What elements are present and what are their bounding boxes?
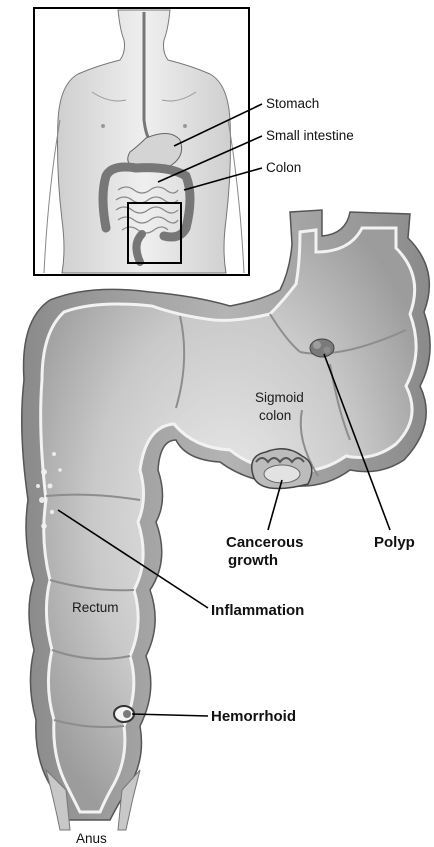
colon-cutaway — [22, 210, 430, 830]
polyp — [310, 339, 334, 357]
label-stomach: Stomach — [266, 96, 319, 111]
torso-inset — [34, 8, 262, 275]
label-sigmoid-line2: colon — [259, 408, 291, 423]
label-colon: Colon — [266, 160, 301, 175]
label-cancerous-line1: Cancerous — [226, 534, 304, 551]
hemorrhoid — [114, 706, 134, 722]
label-cancerous-line2: growth — [228, 552, 278, 569]
label-sigmoid-line1: Sigmoid — [255, 390, 304, 405]
label-hemorrhoid: Hemorrhoid — [211, 708, 296, 725]
label-anus: Anus — [76, 831, 107, 846]
label-inflammation: Inflammation — [211, 602, 304, 619]
label-rectum: Rectum — [72, 600, 119, 615]
label-small-intestine: Small intestine — [266, 128, 354, 143]
label-polyp: Polyp — [374, 534, 415, 551]
